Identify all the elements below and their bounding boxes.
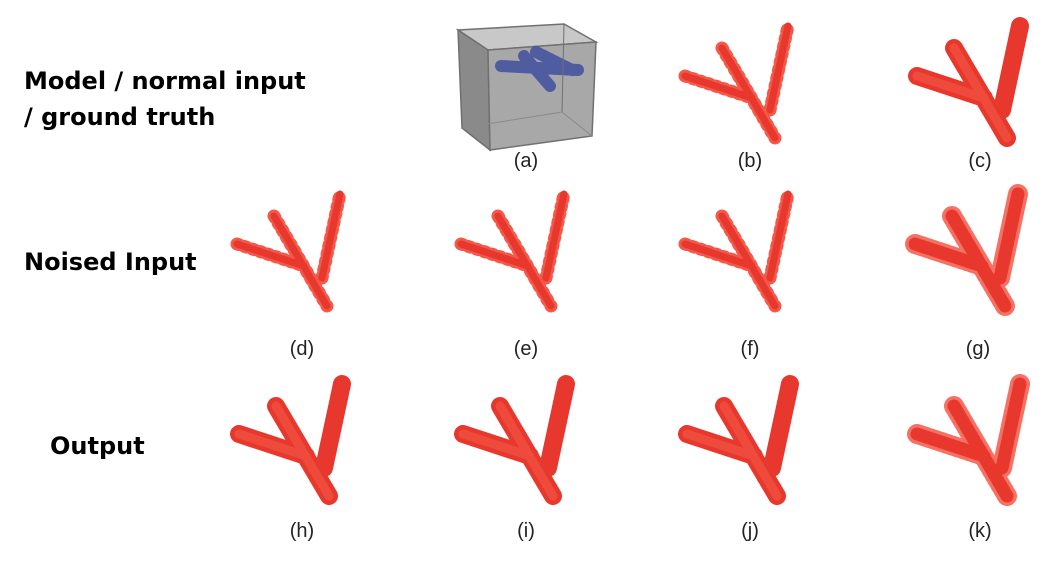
panel-d-noised-input [222, 180, 382, 330]
row-label-model-line1: Model / normal input [24, 67, 306, 95]
caption-d: (d) [289, 338, 315, 360]
panel-i-output [446, 370, 606, 520]
caption-j: (j) [741, 520, 759, 542]
row-label-noised: Noised Input [24, 248, 197, 276]
row-label-model: Model / normal input / ground truth [24, 63, 306, 135]
caption-e: (e) [513, 338, 539, 360]
caption-k: (k) [968, 520, 992, 542]
panel-k-output [900, 370, 1044, 520]
caption-b: (b) [737, 150, 763, 172]
caption-c: (c) [968, 150, 992, 172]
panel-g-noised-input [898, 180, 1044, 330]
row-label-model-line2: / ground truth [24, 103, 216, 131]
panel-a-box-model [446, 12, 606, 162]
panel-h-output [222, 370, 382, 520]
caption-f: (f) [740, 338, 760, 360]
panel-e-noised-input [446, 180, 606, 330]
caption-a: (a) [513, 150, 539, 172]
panel-f-noised-input [670, 180, 830, 330]
panel-j-output [670, 370, 830, 520]
caption-h: (h) [289, 520, 315, 542]
panel-c-ground-truth [900, 12, 1044, 162]
panel-b-normal-input [670, 12, 830, 162]
caption-i: (i) [517, 520, 535, 542]
caption-g: (g) [965, 338, 991, 360]
row-label-output: Output [50, 432, 145, 460]
